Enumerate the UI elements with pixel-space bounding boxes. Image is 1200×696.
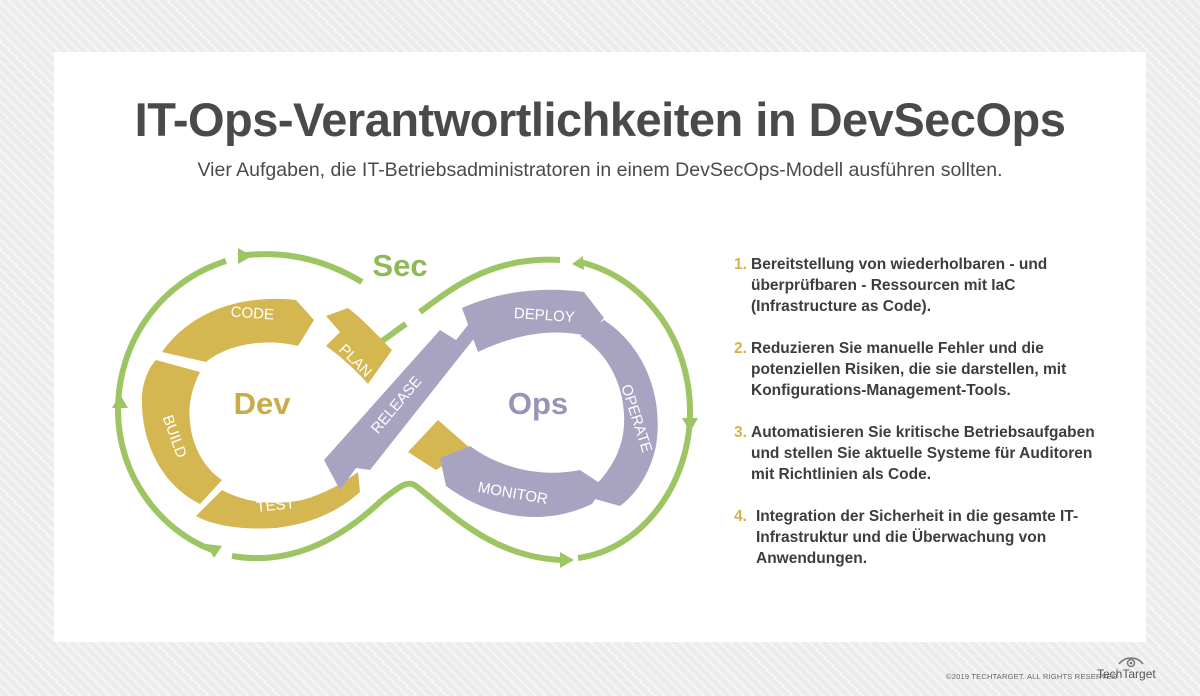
stage-release-segment (324, 320, 476, 490)
page-subtitle: Vier Aufgaben, die IT-Betriebsadministra… (197, 159, 1003, 181)
item-number: 4. (734, 508, 747, 525)
stage-test-label: TEST (256, 495, 296, 516)
item-text: Bereitstellung von wiederholbaren - und … (751, 256, 1048, 315)
sec-outer-loop (114, 251, 694, 563)
copyright-notice: ©2019 TECHTARGET. ALL RIGHTS RESERVED (946, 672, 1118, 681)
responsibility-item: 2.Reduzieren Sie manuelle Fehler und die… (734, 338, 1114, 401)
dev-loop (141, 298, 392, 529)
stage-test-segment (196, 472, 360, 529)
stage-monitor-segment (440, 446, 604, 517)
page-title: IT-Ops-Verantwortlichkeiten in DevSecOps (134, 93, 1066, 146)
item-text: Automatisieren Sie kritische Betriebsauf… (751, 424, 1095, 483)
techtarget-logo[interactable]: TechTarget (1097, 667, 1156, 681)
stage-plan-segment (326, 308, 392, 384)
item-number: 3. (734, 424, 747, 441)
stage-deploy-label: DEPLOY (513, 305, 575, 326)
item-number: 2. (734, 340, 747, 357)
sec-label: Sec (372, 248, 427, 283)
stage-build-segment (141, 360, 222, 504)
dev-label: Dev (234, 386, 292, 421)
stage-code-label: CODE (230, 304, 274, 324)
ops-label: Ops (508, 386, 568, 421)
responsibilities-list: 1.Bereitstellung von wiederholbaren - un… (734, 254, 1114, 590)
stage-operate-segment (580, 320, 658, 506)
responsibility-item: 4. Integration der Sicherheit in die gesa… (734, 506, 1114, 569)
item-text: Reduzieren Sie manuelle Fehler und die p… (751, 340, 1067, 399)
stage-deploy-segment (462, 289, 604, 352)
stage-code-segment (162, 298, 314, 362)
ops-loop (440, 289, 658, 517)
responsibility-item: 1.Bereitstellung von wiederholbaren - un… (734, 254, 1114, 317)
sec-arrowheads (112, 248, 698, 568)
responsibility-item: 3.Automatisieren Sie kritische Betriebsa… (734, 422, 1114, 485)
techtarget-eye-icon (1118, 657, 1144, 668)
item-text: Integration der Sicherheit in die gesamt… (756, 508, 1079, 567)
item-number: 1. (734, 256, 747, 273)
